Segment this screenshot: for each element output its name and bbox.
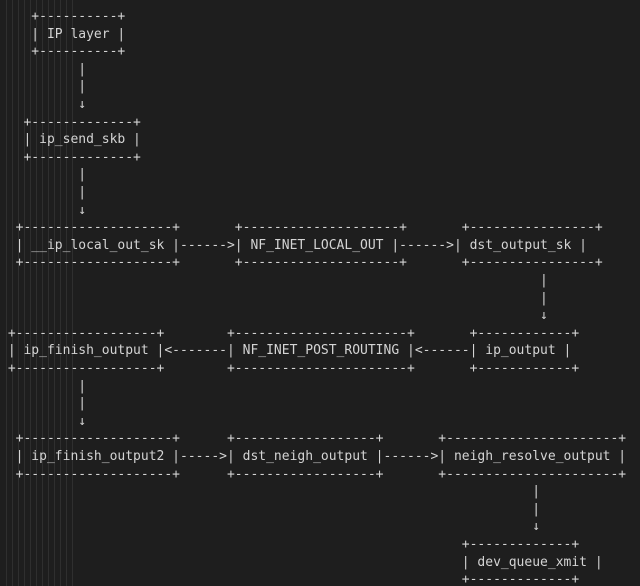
code-line: ↓ <box>0 519 541 535</box>
code-line: +------------------+ +------------------… <box>0 361 580 376</box>
code-line: +-------------------+ +-----------------… <box>0 466 627 482</box>
code-line: | ip_send_skb | <box>0 132 141 148</box>
indent-guide <box>18 0 19 586</box>
indent-guide <box>66 0 67 586</box>
code-line: +-------------------+ +-----------------… <box>0 220 603 236</box>
indent-guide <box>24 0 25 586</box>
code-line: | <box>0 484 541 500</box>
indent-guide <box>48 0 49 586</box>
code-line: +----------+ <box>0 9 126 24</box>
code-line: | IP layer | <box>0 26 126 42</box>
code-line: ↓ <box>0 97 87 112</box>
code-line: | <box>0 378 87 394</box>
indent-guide <box>42 0 43 586</box>
indent-guide <box>12 0 13 586</box>
code-line: ↓ <box>0 308 548 324</box>
code-line: | <box>0 79 87 95</box>
code-line: | ip_finish_output2 |----->| dst_neigh_o… <box>0 449 627 464</box>
code-line: +----------+ <box>0 44 126 60</box>
indent-guide <box>30 0 31 586</box>
code-line: | dev_queue_xmit | <box>0 554 603 570</box>
code-line: | <box>0 501 541 517</box>
code-line: +-------------+ <box>0 149 141 165</box>
indent-guide <box>60 0 61 586</box>
indent-guide <box>54 0 55 586</box>
code-line: | ip_finish_output |<-------| NF_INET_PO… <box>0 343 572 359</box>
indent-guide <box>72 0 73 586</box>
code-line: | <box>0 167 87 183</box>
code-line: | <box>0 273 548 288</box>
indent-guide <box>6 0 7 586</box>
code-line: +-------------+ <box>0 537 580 552</box>
code-line: | <box>0 185 87 200</box>
code-line: | <box>0 61 87 77</box>
code-line: +------------------+ +------------------… <box>0 325 580 341</box>
code-line: +-------------+ <box>0 572 580 586</box>
code-line: +-------------------+ +-----------------… <box>0 431 627 447</box>
code-line: +-------------+ <box>0 114 141 130</box>
code-line: | <box>0 396 87 412</box>
code-line: ↓ <box>0 413 87 429</box>
indent-guide <box>36 0 37 586</box>
code-line: | __ip_local_out_sk |------>| NF_INET_LO… <box>0 237 587 253</box>
code-line: | <box>0 290 548 306</box>
code-line: ↓ <box>0 202 87 218</box>
code-line: +-------------------+ +-----------------… <box>0 255 603 271</box>
